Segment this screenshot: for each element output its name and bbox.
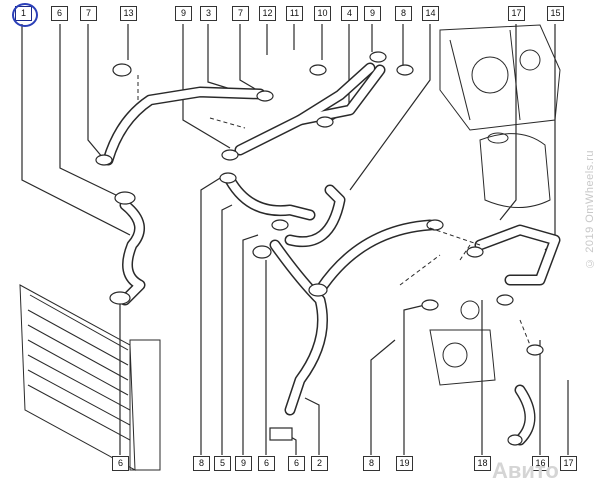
callout-label: 9 [369, 8, 375, 18]
callout-part-8-bottom[interactable]: 8 [193, 456, 210, 471]
leader-line-b5 [221, 204, 233, 455]
callout-label: 17 [563, 458, 574, 468]
brand-logo: Авито [492, 458, 559, 483]
callout-label: 11 [289, 8, 300, 18]
callout-label: 13 [123, 8, 134, 18]
routing-dashes [137, 75, 531, 346]
callout-label: 9 [240, 458, 246, 468]
callout-part-11[interactable]: 11 [286, 6, 303, 21]
callout-label: 7 [237, 8, 243, 18]
callout-part-5[interactable]: 5 [214, 456, 231, 471]
callout-part-6-bottom-c[interactable]: 6 [288, 456, 305, 471]
leader-line-7 [87, 24, 104, 159]
callout-part-15[interactable]: 15 [547, 6, 564, 21]
callout-label: 15 [550, 8, 561, 18]
callout-label: 17 [511, 8, 522, 18]
callout-part-6[interactable]: 6 [51, 6, 68, 21]
leader-line-6 [59, 24, 119, 197]
expansion-tank [479, 132, 551, 208]
callout-part-17-bottom[interactable]: 17 [560, 456, 577, 471]
callout-label: 3 [205, 8, 211, 18]
callout-label: 9 [180, 8, 186, 18]
callout-part-9b[interactable]: 9 [364, 6, 381, 21]
callout-part-6-bottom[interactable]: 6 [112, 456, 129, 471]
callout-label: 2 [316, 458, 322, 468]
callout-part-7b[interactable]: 7 [232, 6, 249, 21]
callout-part-10[interactable]: 10 [314, 6, 331, 21]
callout-part-8-bottom-b[interactable]: 8 [363, 456, 380, 471]
hose-long-diag [314, 219, 436, 296]
callout-part-7[interactable]: 7 [80, 6, 97, 21]
callout-part-19[interactable]: 19 [396, 456, 413, 471]
callout-label: 14 [425, 8, 436, 18]
callout-label: 6 [293, 458, 299, 468]
callout-part-9[interactable]: 9 [175, 6, 192, 21]
callout-part-17[interactable]: 17 [508, 6, 525, 21]
callout-label: 16 [535, 458, 546, 468]
radiator [19, 284, 161, 471]
leader-line-17 [499, 24, 517, 221]
leader-line-3 [207, 24, 251, 96]
callout-part-13[interactable]: 13 [120, 6, 137, 21]
callout-part-4[interactable]: 4 [341, 6, 358, 21]
callout-label: 8 [198, 458, 204, 468]
leader-line-9 [182, 24, 231, 149]
leader-line-b9 [242, 234, 259, 455]
leader-line-1 [21, 24, 131, 236]
callout-label: 18 [477, 458, 488, 468]
callout-label: 10 [317, 8, 328, 18]
leader-line-15 [544, 24, 556, 251]
watermark: © 2019 OmWheels.ru [584, 150, 596, 269]
callout-label: 6 [56, 8, 62, 18]
pump-assembly [429, 300, 496, 386]
leader-line-14 [349, 24, 431, 191]
callout-part-3[interactable]: 3 [200, 6, 217, 21]
callout-part-6-bottom-b[interactable]: 6 [258, 456, 275, 471]
callout-label: 4 [346, 8, 352, 18]
highlight-ring [12, 3, 38, 27]
callout-label: 6 [117, 458, 123, 468]
leader-line-b8 [200, 174, 226, 455]
callout-label: 12 [262, 8, 273, 18]
leader-line-7b [239, 24, 263, 94]
leader-line-b2 [304, 397, 320, 455]
callout-part-8[interactable]: 8 [395, 6, 412, 21]
callout-part-14[interactable]: 14 [422, 6, 439, 21]
engine-block [439, 24, 561, 131]
callout-label: 19 [399, 458, 410, 468]
callout-part-12[interactable]: 12 [259, 6, 276, 21]
callout-part-1[interactable]: 1 [12, 3, 38, 27]
clamps [95, 51, 544, 446]
callout-label: 8 [368, 458, 374, 468]
callout-label: 8 [400, 8, 406, 18]
callout-part-2[interactable]: 2 [311, 456, 328, 471]
leader-line-b8b [370, 339, 396, 455]
leader-line-b19 [403, 304, 426, 455]
callout-label: 5 [219, 458, 225, 468]
callout-label: 7 [85, 8, 91, 18]
callout-part-9-bottom[interactable]: 9 [235, 456, 252, 471]
callout-part-18[interactable]: 18 [474, 456, 491, 471]
callout-label: 6 [263, 458, 269, 468]
callout-part-16[interactable]: 16 [532, 456, 549, 471]
